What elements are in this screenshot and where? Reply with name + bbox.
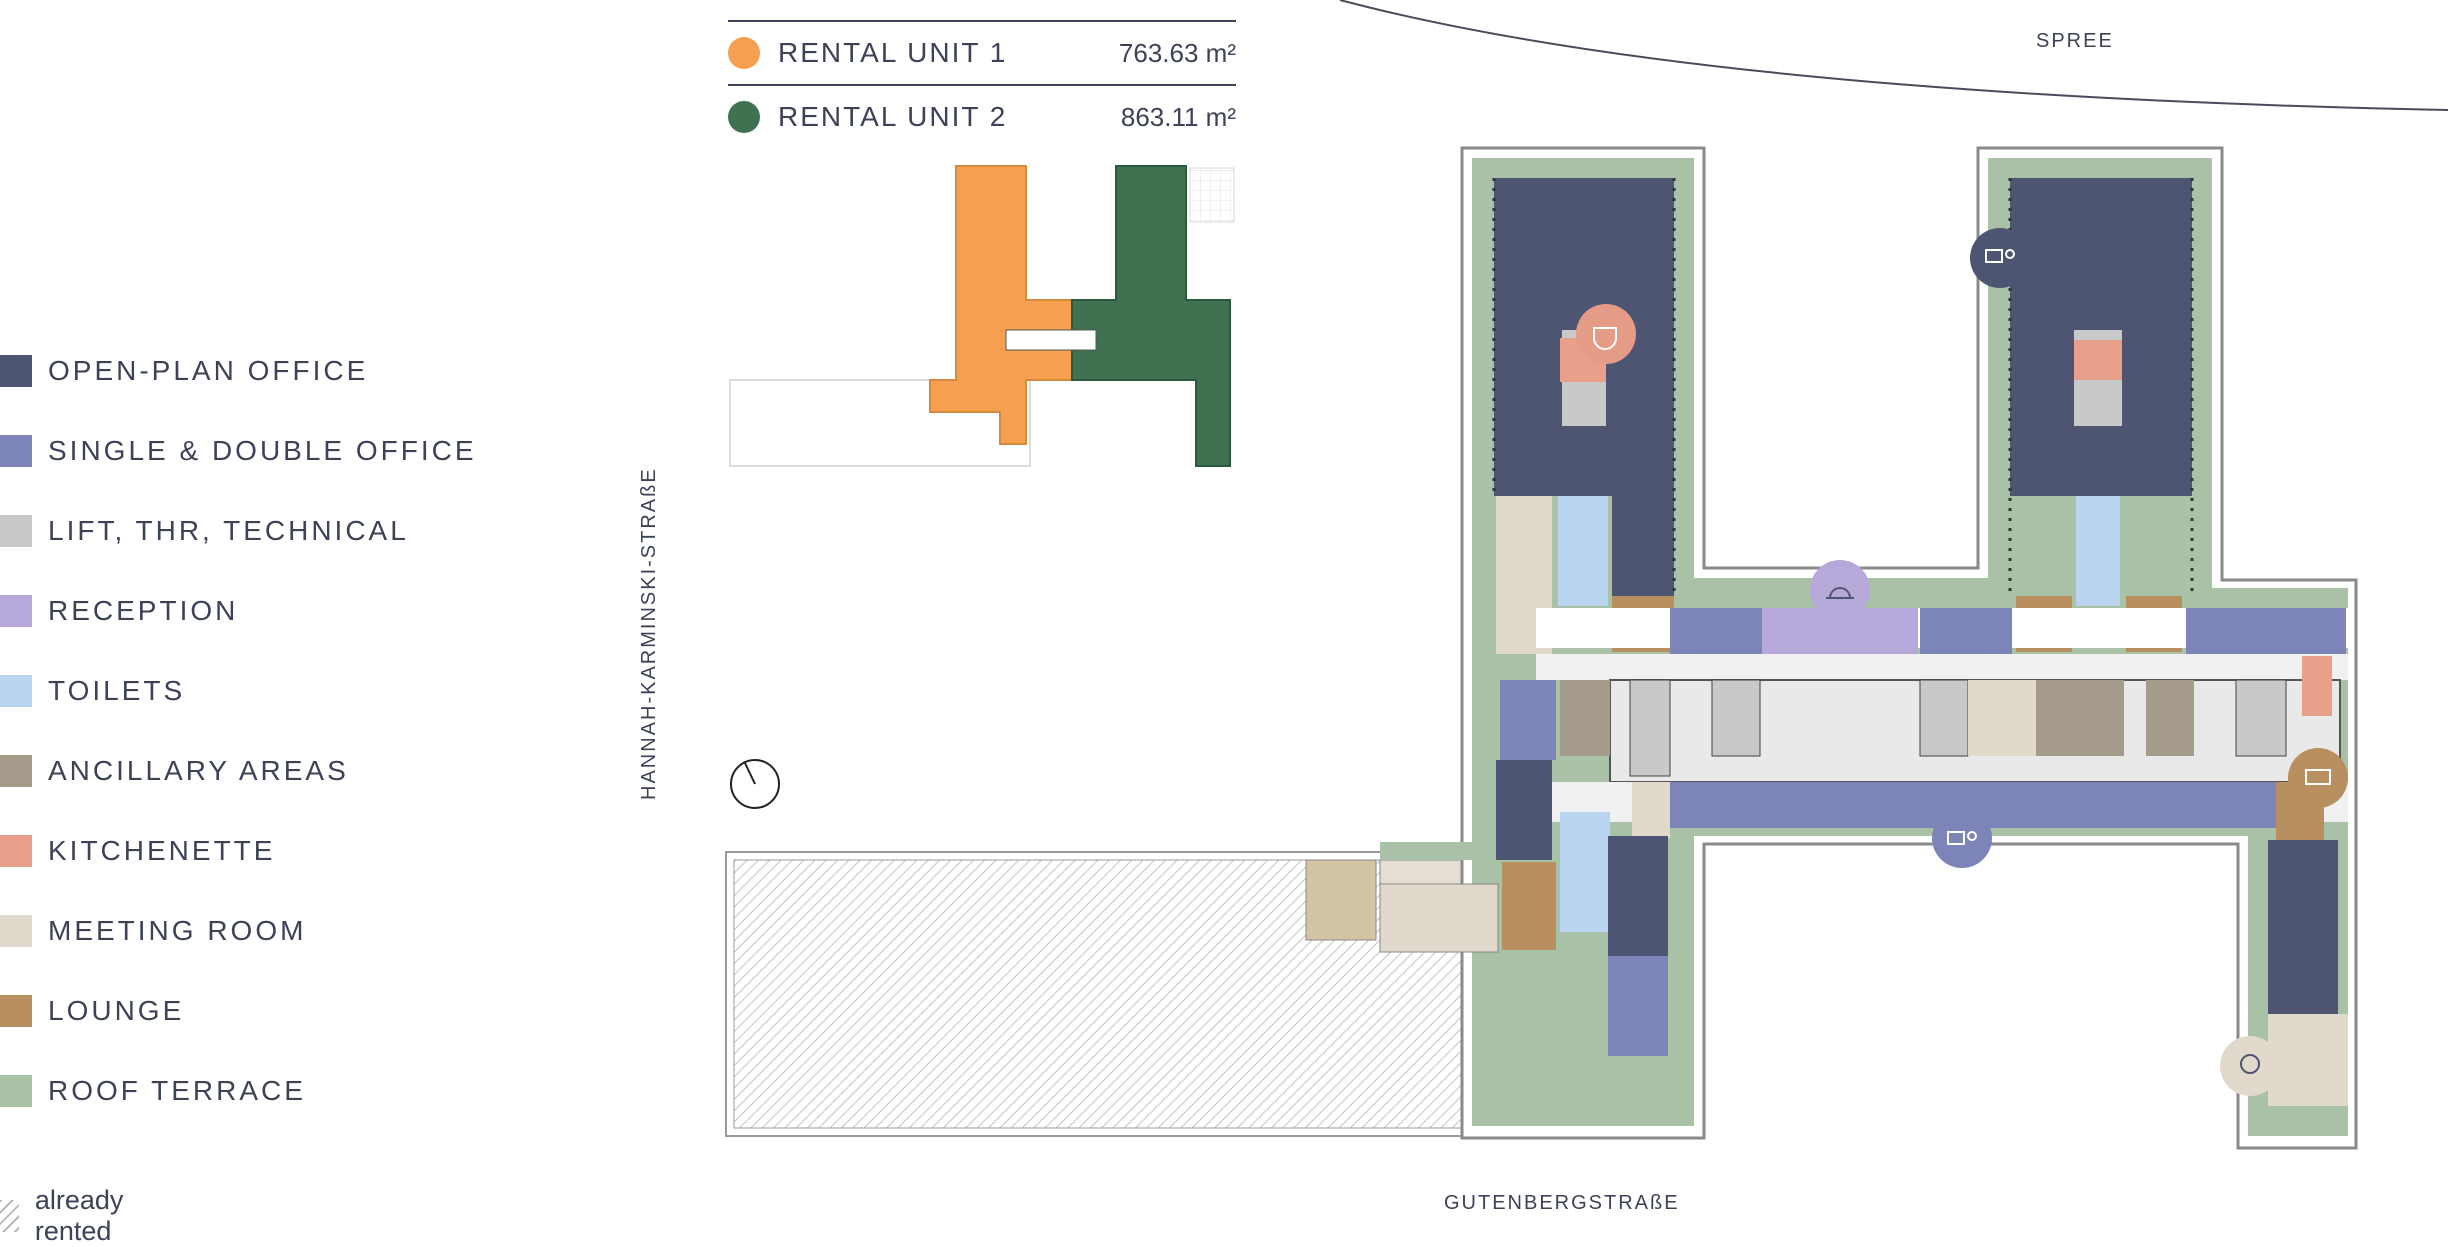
river-bank: [1339, 0, 2448, 111]
legend-item-lounge: LOUNGE: [0, 995, 184, 1027]
legend-item-reception: RECEPTION: [0, 595, 238, 627]
legend-label: RECEPTION: [48, 595, 239, 626]
unit-color-dot: [728, 101, 760, 133]
swatch-lift-technical: [0, 515, 32, 547]
unit-label: RENTAL UNIT 1: [778, 37, 1008, 68]
legend-item-meeting-room: MEETING ROOM: [0, 915, 306, 947]
legend-item-ancillary-areas: ANCILLARY AREAS: [0, 755, 349, 787]
swatch-ancillary-areas: [0, 755, 32, 787]
reception-bell-icon: [1810, 560, 1870, 620]
legend-label: LIFT, THR, TECHNICAL: [48, 515, 409, 546]
legend-item-toilets: TOILETS: [0, 675, 185, 707]
legend-item-roof-terrace: ROOF TERRACE: [0, 1075, 306, 1107]
swatch-lounge: [0, 995, 32, 1027]
workspace-icon: [1970, 228, 2030, 288]
legend-label: SINGLE & DOUBLE OFFICE: [48, 435, 477, 466]
unit-label: RENTAL UNIT 2: [778, 101, 1008, 132]
swatch-toilets: [0, 675, 32, 707]
legend-label: TOILETS: [48, 675, 186, 706]
unit-color-dot: [728, 37, 760, 69]
unit-area: 863.11 m²: [1120, 101, 1236, 132]
legend-label: ANCILLARY AREAS: [48, 755, 349, 786]
legend-label: KITCHENETTE: [48, 835, 276, 866]
unit-area: 763.63 m²: [1118, 37, 1236, 68]
legend-label: MEETING ROOM: [48, 915, 307, 946]
swatch-meeting-room: [0, 915, 32, 947]
armchair-icon: [2288, 748, 2348, 808]
swatch-single-double-office: [0, 435, 32, 467]
swatch-reception: [0, 595, 32, 627]
swatch-roof-terrace: [0, 1075, 32, 1107]
main-floor-plan: [1379, 146, 2358, 1150]
compass-icon: [730, 759, 780, 809]
legend-item-single-double-office: SINGLE & DOUBLE OFFICE: [0, 435, 477, 467]
legend-label: LOUNGE: [48, 995, 185, 1026]
rental-unit-row[interactable]: RENTAL UNIT 2 863.11 m²: [728, 84, 1236, 148]
legend-item-lift-technical: LIFT, THR, TECHNICAL: [0, 515, 409, 547]
floor-plan-drawing: [725, 0, 2448, 1150]
swatch-open-plan-office: [0, 355, 32, 387]
chat-bubbles-icon: [2220, 1036, 2280, 1096]
legend-item-open-plan-office: OPEN-PLAN OFFICE: [0, 355, 368, 387]
river-label: SPREE: [2036, 30, 2114, 52]
workspace-icon: [1932, 808, 1992, 868]
coffee-cup-icon: [1576, 304, 1636, 364]
key-plan: [729, 165, 1235, 467]
swatch-kitchenette: [0, 835, 32, 867]
rental-unit-row[interactable]: RENTAL UNIT 1 763.63 m²: [728, 20, 1236, 84]
legend-label: OPEN-PLAN OFFICE: [48, 355, 369, 386]
street-label-south: GUTENBERGSTRAßE: [1444, 1192, 1680, 1214]
legend-label: ROOF TERRACE: [48, 1075, 306, 1106]
legend-item-kitchenette: KITCHENETTE: [0, 835, 275, 867]
rental-units-table: RENTAL UNIT 1 763.63 m² RENTAL UNIT 2 86…: [728, 20, 1236, 148]
